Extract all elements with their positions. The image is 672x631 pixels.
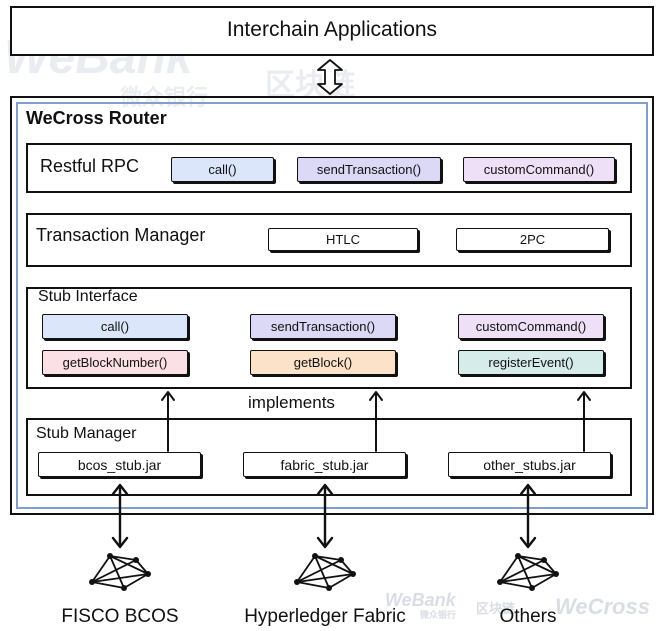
transaction-manager-label: Transaction Manager <box>36 225 206 245</box>
watermark-wecross-bottom: WeCross <box>555 594 650 619</box>
watermark-cn-bottom: 微众银行 <box>420 610 457 620</box>
network-icon-fisco <box>89 553 151 591</box>
chain-label-others: Others <box>499 606 557 627</box>
restful-rpc-label: Restful RPC <box>40 156 140 176</box>
stub-interface-label: Stub Interface <box>38 288 138 305</box>
stub-register-event-item: registerEvent() <box>458 350 604 375</box>
interchain-applications-label: Interchain Applications <box>226 18 438 41</box>
wecross-router-frame <box>10 96 654 515</box>
stub-get-block-number-item: getBlockNumber() <box>42 350 188 375</box>
rpc-call-button: call() <box>171 157 274 182</box>
watermark-webank-bottom: WeBank <box>385 590 456 610</box>
rpc-send-transaction-button: sendTransaction() <box>297 157 441 182</box>
network-icon-others <box>497 553 559 591</box>
interchain-applications-box: Interchain Applications <box>10 6 654 56</box>
bcos-stub-jar: bcos_stub.jar <box>38 452 201 477</box>
chain-label-hyperledger-fabric: Hyperledger Fabric <box>244 606 406 627</box>
tx-htlc-item: HTLC <box>268 228 418 251</box>
stub-manager-label: Stub Manager <box>36 425 137 442</box>
watermark-blockchain-bottom: 区块链 <box>476 601 516 616</box>
stub-custom-command-item: customCommand() <box>458 314 604 339</box>
implements-label: implements <box>248 393 335 412</box>
chain-label-fisco-bcos: FISCO BCOS <box>61 606 179 627</box>
fabric-stub-jar: fabric_stub.jar <box>243 452 406 477</box>
other-stubs-jar: other_stubs.jar <box>448 452 611 477</box>
network-icon-fabric <box>294 553 356 591</box>
stub-get-block-item: getBlock() <box>250 350 396 375</box>
stub-call-item: call() <box>42 314 188 339</box>
rpc-custom-command-button: customCommand() <box>463 157 615 182</box>
double-arrow-icon <box>317 59 343 95</box>
stub-send-transaction-item: sendTransaction() <box>250 314 396 339</box>
tx-2pc-item: 2PC <box>456 228 609 251</box>
wecross-router-title: WeCross Router <box>26 108 167 128</box>
wecross-router-inner-border <box>16 102 648 509</box>
